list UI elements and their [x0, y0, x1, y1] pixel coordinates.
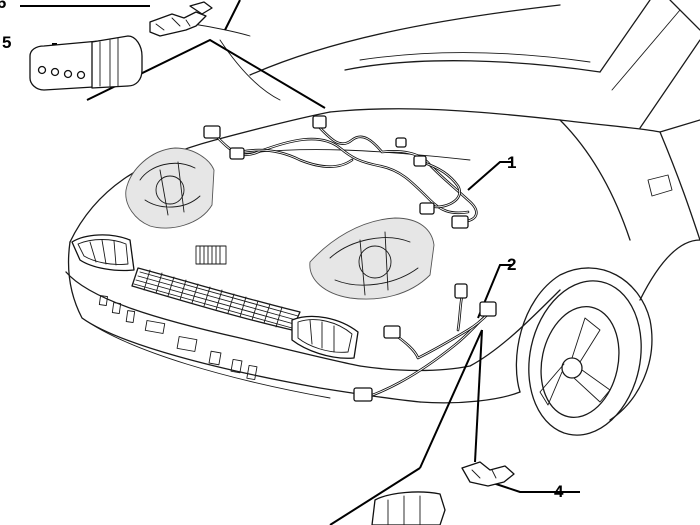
wheel — [515, 239, 700, 436]
connector-h1-b — [229, 147, 245, 160]
headlight-unit-left — [125, 147, 215, 229]
connector-h1-d — [395, 137, 407, 148]
connector-h1-e — [413, 155, 427, 167]
connector-h1-c — [312, 115, 327, 129]
connector-h2-d — [479, 301, 497, 317]
connector-h1-f — [419, 202, 435, 215]
bumper-slots — [98, 295, 258, 381]
callout-5: 5 — [2, 33, 11, 52]
connector-h1-g — [451, 215, 469, 229]
connector-h2-a — [353, 387, 373, 402]
connector-h1-a — [203, 125, 221, 139]
connector-h2-c — [454, 283, 468, 299]
callout-2: 2 — [507, 255, 516, 274]
headlight-unit-right — [309, 217, 435, 300]
connector-5 — [29, 35, 143, 91]
callout-4: 4 — [554, 482, 564, 501]
connector-4 — [371, 461, 515, 525]
badge — [195, 245, 227, 265]
headlight-left — [71, 234, 135, 272]
headlight-right — [291, 315, 359, 359]
callout-6: 6 — [0, 0, 6, 12]
callout-1: 1 — [507, 153, 516, 172]
connector-6 — [149, 1, 213, 37]
wiring-harness-2 — [353, 283, 497, 402]
wiring-harness-1 — [203, 115, 478, 229]
connector-h2-b — [383, 325, 401, 339]
